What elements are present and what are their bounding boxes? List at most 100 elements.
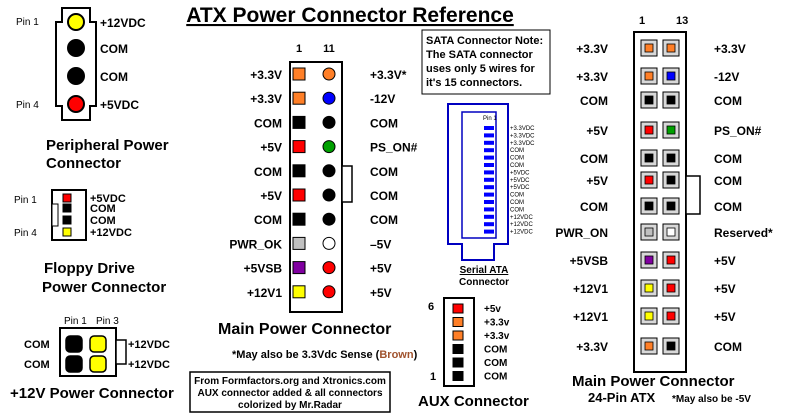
main24-pin [644,43,654,53]
aux-pin-label: +3.3v [484,331,510,342]
main20-right-label: COM [370,165,398,179]
main20-right-label: COM [370,189,398,203]
floppy-title-2: Power Connector [42,279,166,296]
main20-right-label: +5V [370,286,392,300]
aux-pin [452,317,464,327]
p12v-pin [89,355,107,373]
main24-pin [666,255,676,265]
main24-left-label: COM [580,200,608,214]
floppy-pin-label: COM [90,215,116,227]
p12v-pin [65,335,83,353]
sata-pin-label: +12VDC [510,222,534,228]
floppy-pin-label: +5VDC [90,193,126,205]
peripheral-pin [67,13,85,31]
sata-pin [484,185,494,190]
main20-left-label: +3.3V [250,92,282,106]
main24-right-label: +5V [714,254,736,268]
floppy-pin1-label: Pin 1 [14,195,37,206]
sata-pin [484,126,494,130]
credit-line: From Formfactors.org and Xtronics.com [194,376,386,387]
main24-right-label: COM [714,152,742,166]
credit-box: From Formfactors.org and Xtronics.com AU… [189,371,391,413]
main20-pin [292,91,306,105]
main24-pin [644,341,654,351]
p12v-title: +12V Power Connector [10,385,174,402]
main24-pin [666,311,676,321]
main24-pin [644,311,654,321]
main20-note: *May also be 3.3Vdc Sense (Brown) [232,349,418,361]
main20-connector: 1 11 Main Power Connector *May also be 3… [218,43,418,361]
sata-pin-label: +3.3VDC [510,141,535,147]
main24-right-label: COM [714,340,742,354]
peripheral-pin-label: COM [100,42,128,56]
main20-title: Main Power Connector [218,321,391,338]
main20-pin [292,212,306,226]
peripheral-pin-label: +12VDC [100,16,146,30]
main20-pin [292,188,306,202]
main20-left-label: +5VSB [244,262,283,276]
main20-right-label: –5V [370,237,391,251]
aux-pin [452,330,464,341]
main24-left-label: +12V1 [573,282,608,296]
main20-note-brown: Brown [379,349,414,361]
sata-note-line: it's 15 connectors. [426,77,522,89]
main24-pin [666,125,676,135]
main24-title: Main Power Connector [572,373,735,390]
page-title: ATX Power Connector Reference [186,4,514,27]
sata-connector: Pin 1 Serial ATA Connector +3.3VDC+3.3VD… [447,103,535,288]
aux-pin-label: +3.3v [484,318,510,329]
main24-pin [644,227,654,237]
main20-col-right: 11 [323,43,335,55]
credit-line: AUX connector added & all connectors [197,388,382,399]
floppy-pin [62,215,72,225]
main24-right-label: +5V [714,282,736,296]
sata-pin [484,170,494,175]
aux-pin-label: +5v [484,304,501,315]
main20-pin [322,285,336,299]
sata-pin [484,177,494,182]
sata-pin [484,207,494,212]
floppy-pin4-label: Pin 4 [14,228,37,239]
aux-pin-label: COM [484,372,507,383]
sata-pin-label: COM [510,163,524,169]
peripheral-title-1: Peripheral Power [46,137,169,154]
main24-pin [666,341,676,351]
main20-left-label: PWR_OK [229,237,282,251]
main24-left-label: +3.3V [576,340,608,354]
main24-pin [666,153,676,163]
p12v-right-label: +12VDC [128,339,170,351]
floppy-connector: Pin 1 Pin 4 Floppy Drive Power Connector… [14,189,166,296]
main24-left-label: +3.3V [576,70,608,84]
peripheral-connector: Pin 1 Pin 4 Peripheral Power Connector +… [16,7,169,172]
peripheral-pin-label: +5VDC [100,98,139,112]
sata-title-1: Serial ATA [460,265,509,276]
main24-pin [644,153,654,163]
main24-pin [666,71,676,81]
aux-pin [452,357,464,368]
main20-pin [322,261,336,275]
main24-left-label: +5V [586,174,608,188]
main24-pin [644,201,654,211]
main20-right-label: COM [370,213,398,227]
floppy-pin [62,227,72,237]
aux-title: AUX Connector [418,393,529,410]
floppy-title-1: Floppy Drive [44,260,135,277]
main20-left-label: +3.3V [250,68,282,82]
aux-pin [452,371,464,381]
peripheral-pin [67,95,85,113]
p12v-connector: Pin 1 Pin 3 +12V Power Connector COM+12V… [10,316,174,402]
sata-pin-label: +12VDC [510,230,534,236]
p12v-left-label: COM [24,359,50,371]
sata-pin-label: COM [510,207,524,213]
aux-pin6-label: 6 [428,301,434,313]
main24-pin [666,95,676,105]
p12v-pin [89,335,107,353]
main20-left-label: COM [254,213,282,227]
main20-col-left: 1 [296,43,302,55]
main20-left-label: +5V [260,141,282,155]
aux-pin1-label: 1 [430,371,436,383]
main24-right-label: COM [714,94,742,108]
aux-pin [452,303,464,314]
